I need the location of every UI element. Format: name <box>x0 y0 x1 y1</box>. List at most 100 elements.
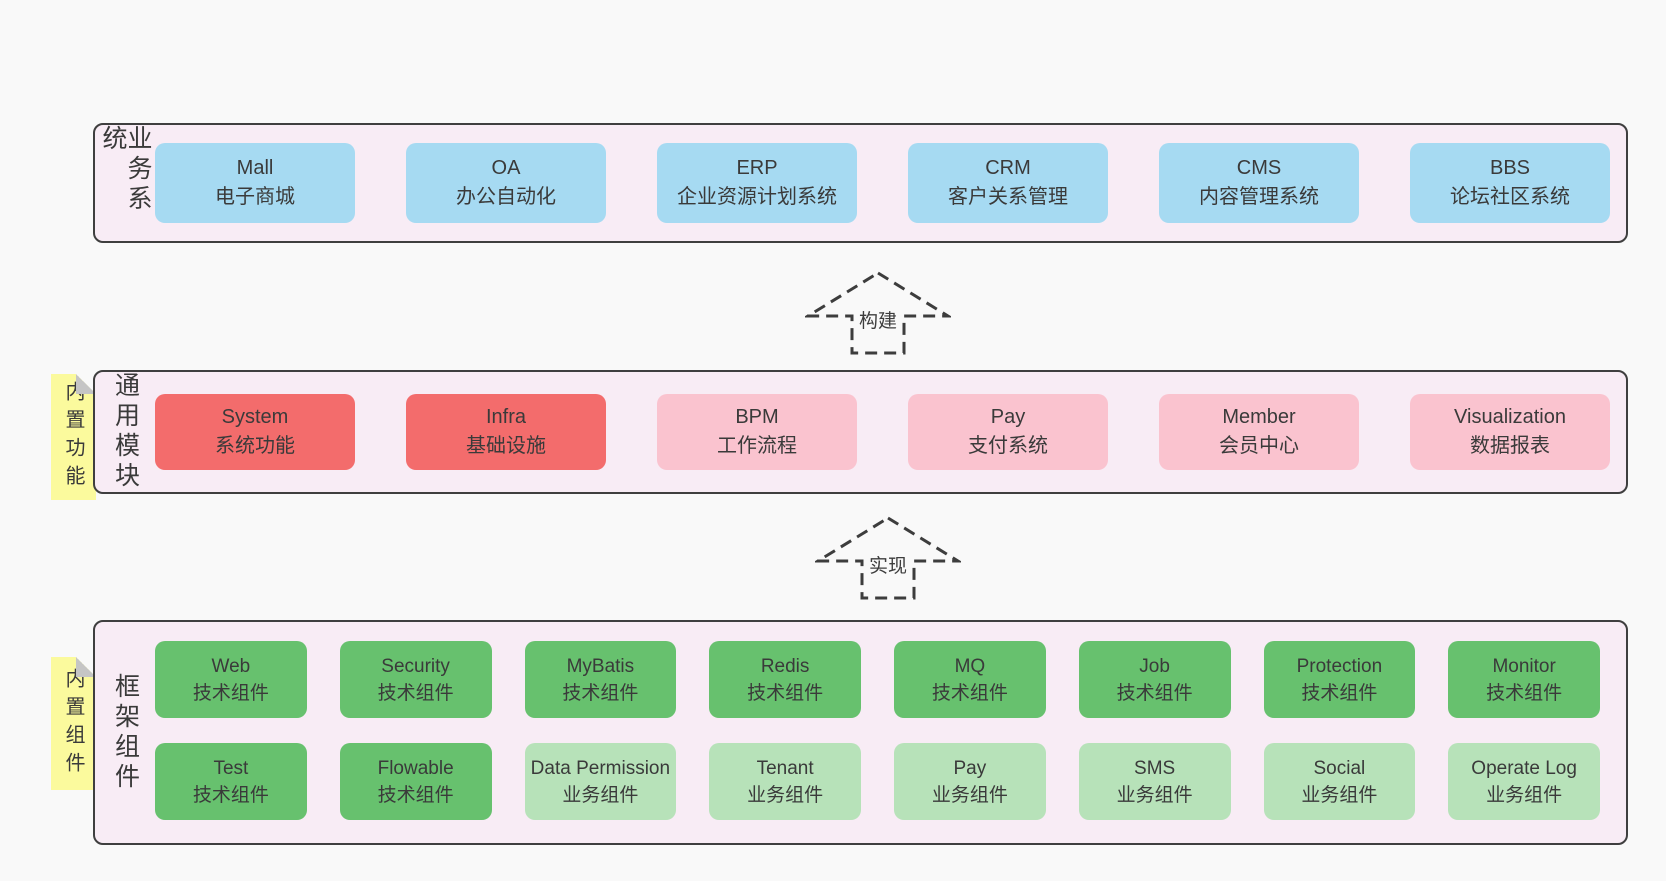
sticky-note-built-in-features: 内置功能 <box>51 374 96 500</box>
band-framework-components-content: Web 技术组件 Security 技术组件 MyBatis 技术组件 Redi… <box>155 622 1626 843</box>
arrow-implement-label: 实现 <box>865 555 911 579</box>
box-security: Security 技术组件 <box>339 641 492 718</box>
box-subtitle: 技术组件 <box>1486 682 1563 704</box>
band-common-modules: 通用模块 System 系统功能 Infra 基础设施 BPM 工作流程 Pay… <box>93 370 1628 494</box>
box-subtitle: 技术组件 <box>1116 682 1193 704</box>
box-subtitle: 技术组件 <box>562 682 639 704</box>
arrow-implement: 实现 <box>815 515 961 601</box>
box-title: Web <box>211 655 251 677</box>
sticky-note-text: 内置功能 <box>62 381 84 493</box>
arrow-build: 构建 <box>805 270 951 356</box>
box-tenant: Tenant 业务组件 <box>709 743 861 820</box>
box-subtitle: 业务组件 <box>747 784 824 806</box>
box-title: Protection <box>1296 655 1383 677</box>
box-job: Job 技术组件 <box>1078 641 1231 718</box>
box-subtitle: 数据报表 <box>1470 435 1550 457</box>
box-subtitle: 技术组件 <box>747 682 824 704</box>
box-oa: OA 办公自动化 <box>406 143 606 223</box>
box-web: Web 技术组件 <box>155 641 307 718</box>
band-label-business-systems: 业务系统 <box>95 125 155 241</box>
box-monitor: Monitor 技术组件 <box>1448 641 1600 718</box>
box-subtitle: 工作流程 <box>717 435 797 457</box>
box-subtitle: 电子商城 <box>215 186 295 208</box>
box-mall: Mall 电子商城 <box>155 143 355 223</box>
box-mybatis: MyBatis 技术组件 <box>524 641 677 718</box>
box-title: Operate Log <box>1471 757 1577 779</box>
box-social: Social 业务组件 <box>1263 743 1416 820</box>
box-subtitle: 技术组件 <box>377 784 454 806</box>
box-visualization: Visualization 数据报表 <box>1410 394 1610 470</box>
box-subtitle: 业务组件 <box>931 784 1008 806</box>
box-subtitle: 系统功能 <box>215 435 295 457</box>
sticky-note-text: 内置组件 <box>62 667 84 780</box>
box-crm: CRM 客户关系管理 <box>908 143 1108 223</box>
box-pay-business: Pay 业务组件 <box>894 743 1046 820</box>
sticky-note-built-in-components: 内置组件 <box>51 657 96 790</box>
band-label-text: 通用模块 <box>111 372 140 492</box>
box-title: Pay <box>990 406 1026 428</box>
box-data-permission: Data Permission 业务组件 <box>524 743 677 820</box>
dashed-up-arrow-icon <box>805 271 951 355</box>
box-flowable: Flowable 技术组件 <box>339 743 492 820</box>
box-subtitle: 企业资源计划系统 <box>677 186 837 208</box>
box-title: BBS <box>1489 157 1531 179</box>
band-label-common-modules: 通用模块 <box>95 372 155 492</box>
box-title: ERP <box>736 157 778 179</box>
band-framework-components: 框架组件 Web 技术组件 Security 技术组件 MyBatis 技术组件… <box>93 620 1628 845</box>
box-subtitle: 技术组件 <box>377 682 454 704</box>
box-subtitle: 客户关系管理 <box>948 186 1068 208</box>
box-mq: MQ 技术组件 <box>894 641 1046 718</box>
band-common-modules-content: System 系统功能 Infra 基础设施 BPM 工作流程 Pay 支付系统… <box>155 372 1626 492</box>
band-business-systems: 业务系统 Mall 电子商城 OA 办公自动化 ERP 企业资源计划系统 CRM… <box>93 123 1628 243</box>
box-subtitle: 业务组件 <box>1486 784 1563 806</box>
box-title: BPM <box>735 406 779 428</box>
band-business-systems-content: Mall 电子商城 OA 办公自动化 ERP 企业资源计划系统 CRM 客户关系… <box>155 125 1626 241</box>
box-subtitle: 基础设施 <box>466 435 546 457</box>
box-infra: Infra 基础设施 <box>406 394 606 470</box>
band-label-text: 框架组件 <box>111 672 140 793</box>
box-title: Monitor <box>1492 655 1556 677</box>
box-operate-log: Operate Log 业务组件 <box>1448 743 1600 820</box>
box-title: Tenant <box>756 757 814 779</box>
box-erp: ERP 企业资源计划系统 <box>657 143 857 223</box>
band-label-framework-components: 框架组件 <box>95 622 155 843</box>
box-subtitle: 技术组件 <box>931 682 1008 704</box>
box-title: Job <box>1139 655 1170 677</box>
box-subtitle: 技术组件 <box>192 682 269 704</box>
box-subtitle: 业务组件 <box>1301 784 1378 806</box>
box-pay: Pay 支付系统 <box>908 394 1108 470</box>
box-title: Data Permission <box>530 757 671 779</box>
box-title: Member <box>1222 406 1296 428</box>
box-subtitle: 内容管理系统 <box>1199 186 1319 208</box>
box-bbs: BBS 论坛社区系统 <box>1410 143 1610 223</box>
box-title: Visualization <box>1454 406 1566 428</box>
box-subtitle: 技术组件 <box>192 784 269 806</box>
box-system: System 系统功能 <box>155 394 355 470</box>
box-subtitle: 业务组件 <box>562 784 639 806</box>
band-label-text: 业务系统 <box>99 125 152 215</box>
box-protection: Protection 技术组件 <box>1263 641 1416 718</box>
box-bpm: BPM 工作流程 <box>657 394 857 470</box>
box-title: CMS <box>1236 157 1282 179</box>
box-member: Member 会员中心 <box>1159 394 1359 470</box>
box-cms: CMS 内容管理系统 <box>1159 143 1359 223</box>
box-subtitle: 办公自动化 <box>456 186 556 208</box>
box-subtitle: 业务组件 <box>1116 784 1193 806</box>
box-title: Security <box>381 655 450 677</box>
box-title: Mall <box>236 157 274 179</box>
box-title: Pay <box>953 757 987 779</box>
box-title: Redis <box>760 655 810 677</box>
box-title: Infra <box>485 406 527 428</box>
box-title: CRM <box>985 157 1031 179</box>
box-subtitle: 会员中心 <box>1219 435 1299 457</box>
box-title: MQ <box>954 655 986 677</box>
dashed-up-arrow-icon <box>815 516 961 600</box>
box-subtitle: 技术组件 <box>1301 682 1378 704</box>
box-redis: Redis 技术组件 <box>709 641 861 718</box>
box-title: SMS <box>1134 757 1176 779</box>
box-subtitle: 论坛社区系统 <box>1450 186 1570 208</box>
box-test: Test 技术组件 <box>155 743 307 820</box>
box-title: Social <box>1313 757 1366 779</box>
box-title: Test <box>213 757 249 779</box>
